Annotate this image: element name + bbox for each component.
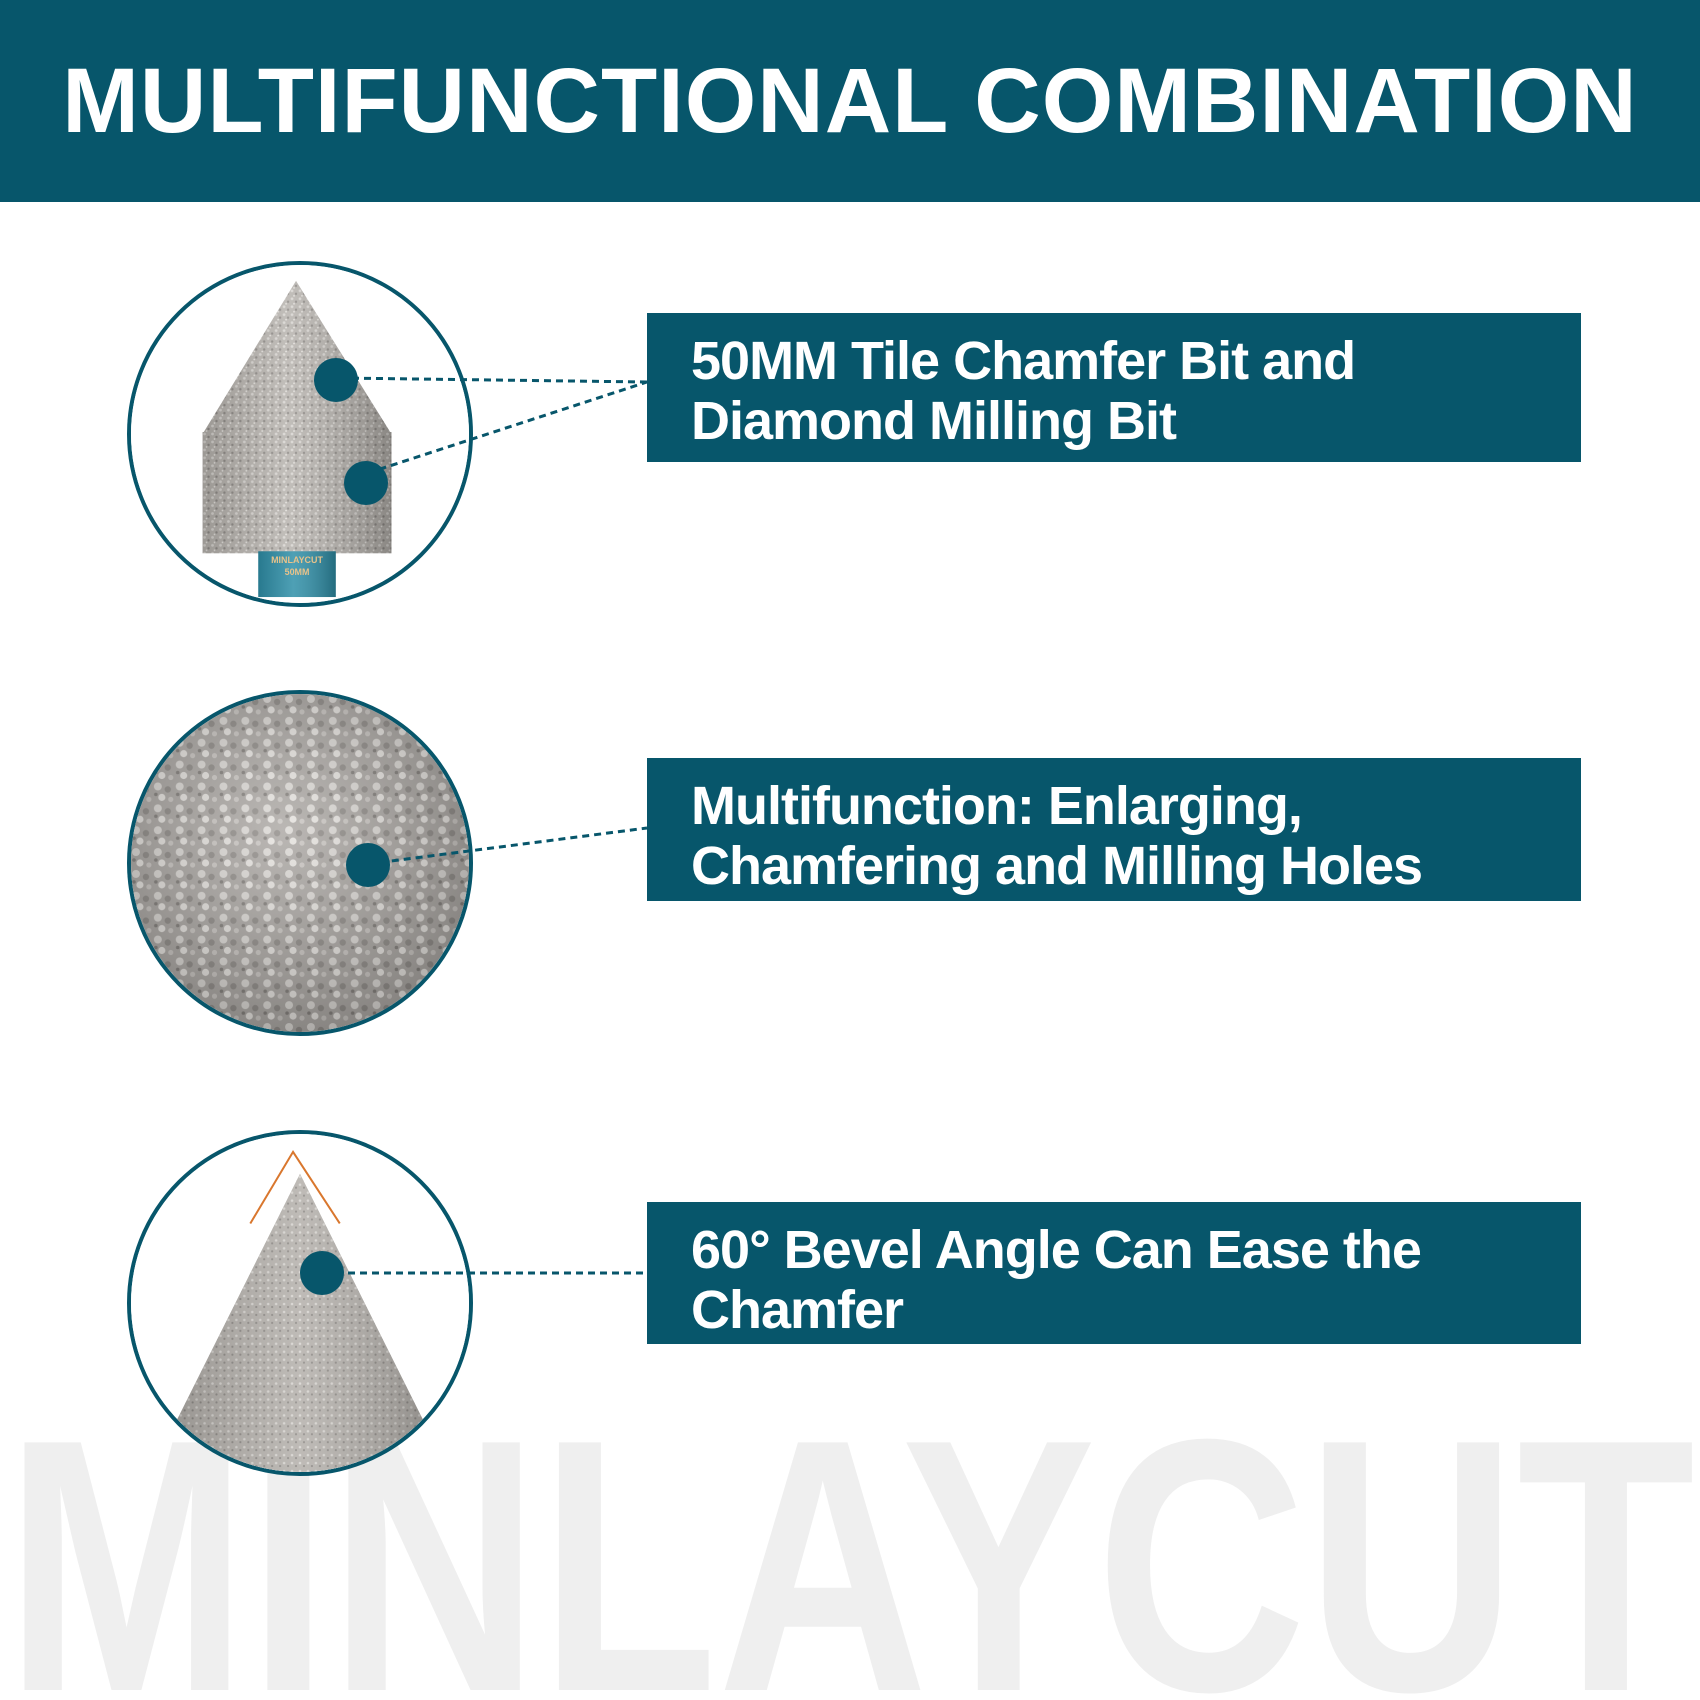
feature-2-line-2: Chamfering and Milling Holes xyxy=(691,836,1423,896)
callout-dot-1b xyxy=(344,461,388,505)
feature-1-line-2: Diamond Milling Bit xyxy=(691,391,1177,451)
bevel-cone-image xyxy=(127,1130,473,1476)
bevel-angle-marker xyxy=(249,1150,341,1225)
callout-dot-2 xyxy=(346,843,390,887)
header-banner: MULTIFUNCTIONAL COMBINATION xyxy=(0,0,1700,202)
diamond-grit-image xyxy=(127,690,473,1036)
chamfer-bit-image: MINLAYCUT 50MM xyxy=(127,261,473,607)
feature-3-line-1: 60° Bevel Angle Can Ease the xyxy=(691,1220,1422,1280)
feature-label-3: 60° Bevel Angle Can Ease the Chamfer xyxy=(647,1202,1581,1344)
feature-2-line-1: Multifunction: Enlarging, xyxy=(691,776,1303,836)
feature-label-1: 50MM Tile Chamfer Bit and Diamond Millin… xyxy=(647,313,1581,462)
page-title: MULTIFUNCTIONAL COMBINATION xyxy=(62,49,1638,152)
diamond-grit-illustration xyxy=(131,694,469,1032)
chamfer-bit-illustration: MINLAYCUT 50MM xyxy=(131,265,469,603)
callout-dot-1a xyxy=(314,358,358,402)
callout-dot-3 xyxy=(300,1251,344,1295)
feature-3-line-2: Chamfer xyxy=(691,1280,904,1340)
bit-engraving-brand: MINLAYCUT xyxy=(271,555,323,565)
bevel-cone-illustration xyxy=(131,1134,469,1472)
feature-label-2: Multifunction: Enlarging, Chamfering and… xyxy=(647,758,1581,901)
bit-engraving-size: 50MM xyxy=(285,567,310,577)
feature-1-line-1: 50MM Tile Chamfer Bit and xyxy=(691,331,1356,391)
